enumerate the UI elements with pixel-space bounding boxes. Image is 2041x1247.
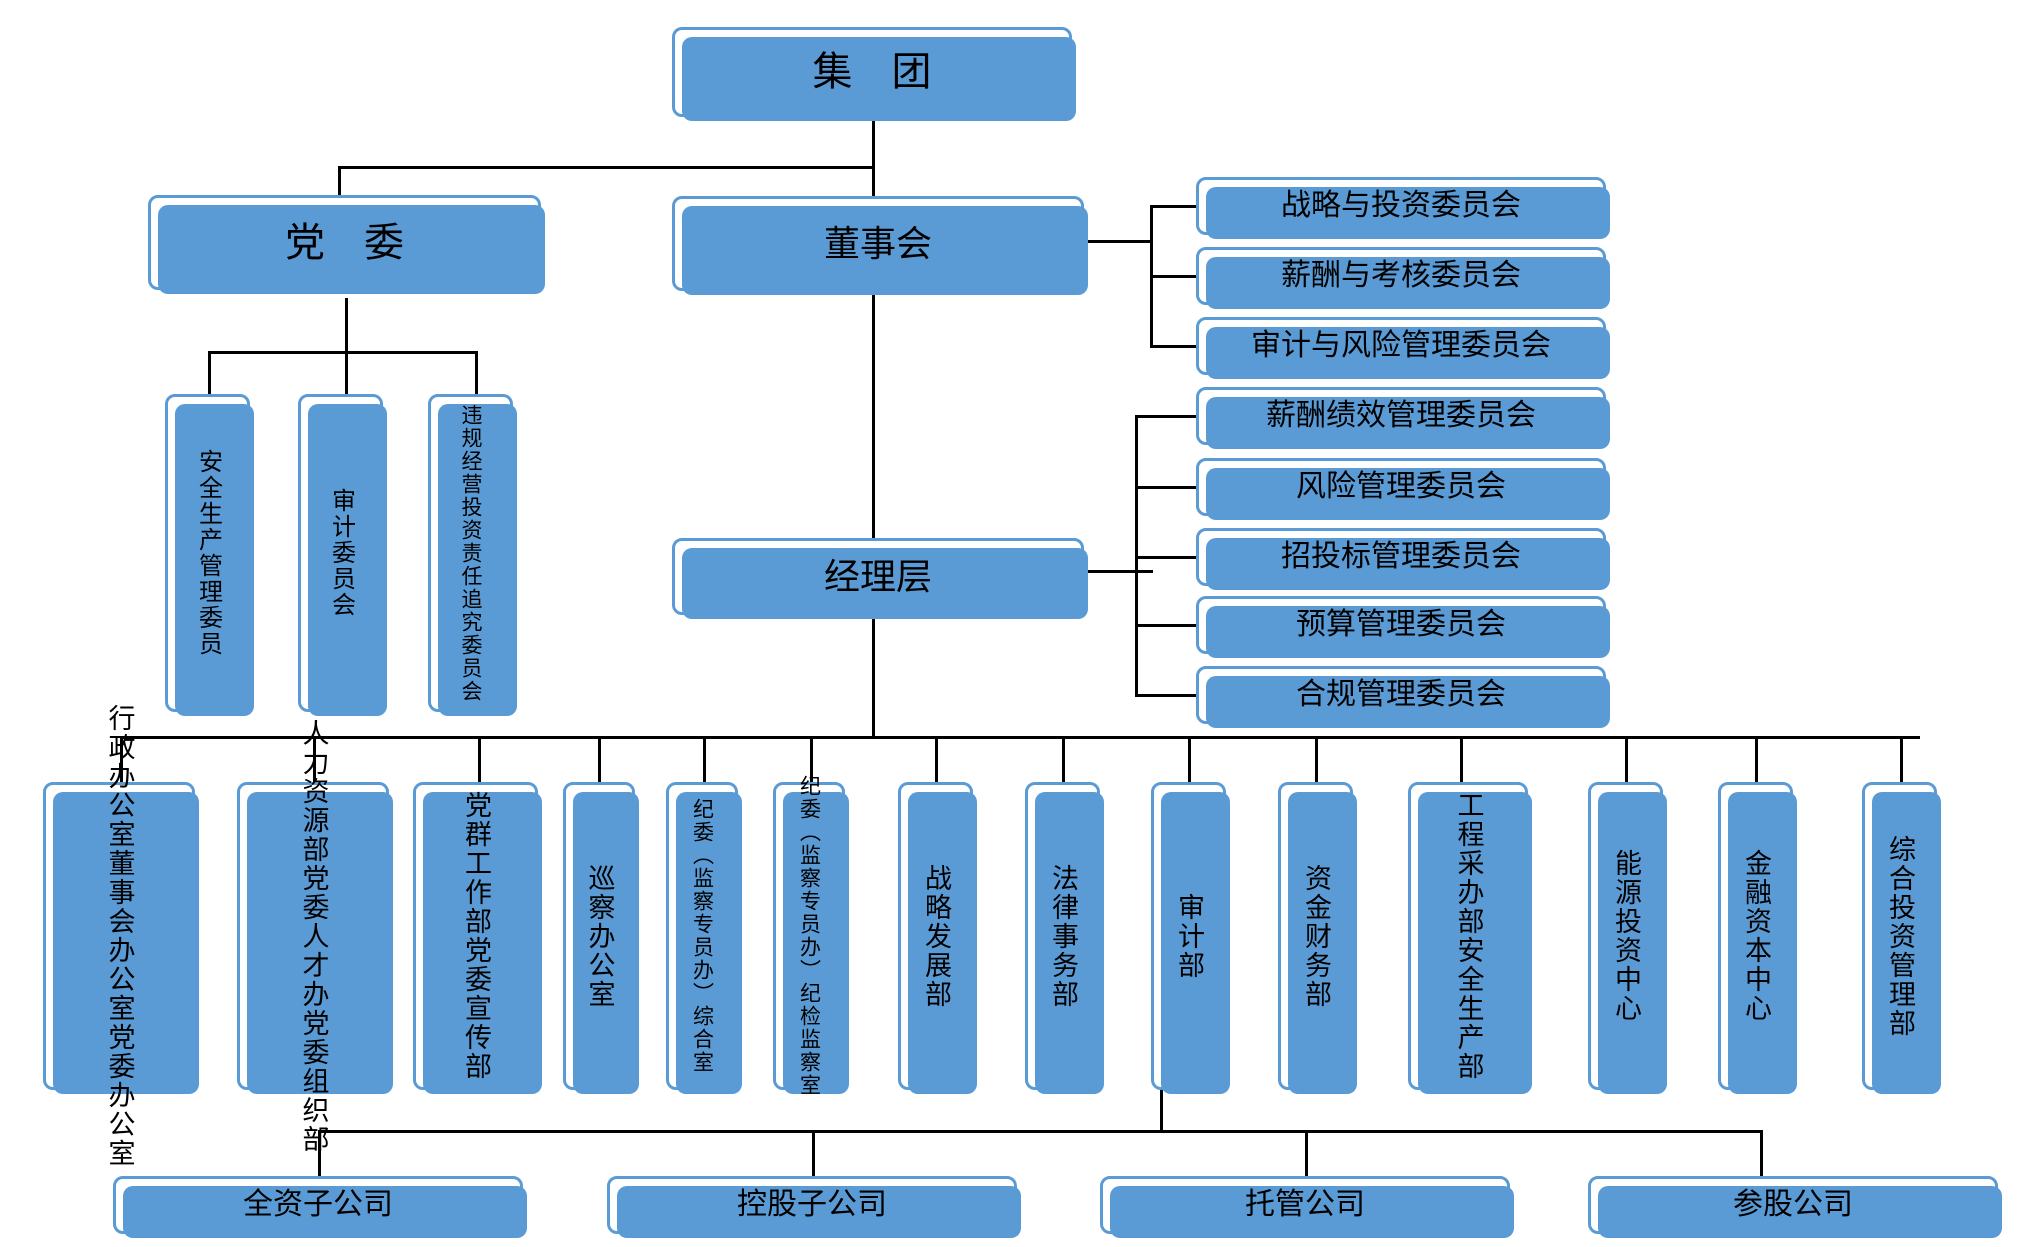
party-subcommittee-1-text: 安全生产管理委员 bbox=[194, 449, 222, 657]
connector-sub-stub-3 bbox=[1305, 1130, 1308, 1178]
department-10[interactable]: 资金财务部 bbox=[1278, 782, 1357, 1094]
department-8-text: 法律事务部 bbox=[1048, 863, 1078, 1009]
connector-to-party bbox=[338, 166, 341, 196]
management-committee-5[interactable]: 合规管理委员会 bbox=[1196, 666, 1610, 728]
connector-sub-stub-1 bbox=[318, 1130, 321, 1178]
management-committee-2[interactable]: 风险管理委员会 bbox=[1196, 458, 1610, 520]
subsidiary-2[interactable]: 控股子公司 bbox=[607, 1176, 1021, 1238]
department-11[interactable]: 工程采办部 安全生产部 bbox=[1408, 782, 1532, 1094]
connector-sub-stub-2 bbox=[812, 1130, 815, 1178]
board-committee-3[interactable]: 审计与风险管理委员会 bbox=[1196, 317, 1610, 379]
board-committee-2[interactable]: 薪酬与考核委员会 bbox=[1196, 247, 1610, 309]
node-group[interactable]: 集 团 bbox=[672, 27, 1076, 121]
department-3[interactable]: 党群工作部 党委宣传部 bbox=[413, 782, 542, 1094]
department-8[interactable]: 法律事务部 bbox=[1025, 782, 1104, 1094]
party-subcommittee-3[interactable]: 违规经营投资责任追究委员会 bbox=[428, 394, 517, 716]
department-14[interactable]: 综合投资管理部 bbox=[1862, 782, 1941, 1094]
connector-department-bus bbox=[120, 736, 1920, 739]
department-3-text: 党群工作部 党委宣传部 bbox=[461, 791, 491, 1081]
connector-to-board bbox=[872, 166, 875, 196]
connector-group-bus bbox=[338, 166, 875, 169]
management-committee-4[interactable]: 预算管理委员会 bbox=[1196, 596, 1610, 658]
connector-board-committee-2 bbox=[1150, 275, 1202, 278]
connector-management-committee-bus bbox=[1135, 415, 1138, 695]
connector-dept-stub-13 bbox=[1755, 736, 1758, 782]
department-6[interactable]: 纪委（监察专员办）纪检监察室 bbox=[773, 775, 849, 1097]
connector-party-bus bbox=[208, 351, 478, 354]
department-10-text: 资金财务部 bbox=[1301, 863, 1331, 1009]
connector-subsidiary-riser bbox=[1160, 1085, 1163, 1133]
connector-dept-stub-12 bbox=[1625, 736, 1628, 782]
connector-dept-stub-1 bbox=[120, 736, 123, 782]
connector-dept-stub-3 bbox=[478, 736, 481, 782]
connector-board-committee-1 bbox=[1150, 205, 1202, 208]
connector-party-down bbox=[345, 298, 348, 353]
node-party-committee[interactable]: 党 委 bbox=[148, 195, 545, 294]
management-committee-1[interactable]: 薪酬绩效管理委员会 bbox=[1196, 387, 1610, 449]
department-5[interactable]: 纪委（监察专员办）综合室 bbox=[666, 782, 742, 1094]
connector-dept-stub-10 bbox=[1315, 736, 1318, 782]
party-subcommittee-1[interactable]: 安全生产管理委员 bbox=[165, 394, 254, 716]
connector-management-committee-5 bbox=[1135, 694, 1202, 697]
subsidiary-4[interactable]: 参股公司 bbox=[1588, 1176, 2002, 1238]
connector-dept-stub-8 bbox=[1062, 736, 1065, 782]
department-5-text: 纪委（监察专员办）综合室 bbox=[690, 798, 714, 1074]
department-2-text: 人力资源部 党委人才办 党委组织部 bbox=[298, 718, 329, 1154]
department-1[interactable]: 行政办公室 董事会办公室 党委办公室 bbox=[43, 704, 199, 1168]
connector-dept-stub-4 bbox=[598, 736, 601, 782]
connector-board-to-management bbox=[872, 293, 875, 543]
connector-management-committee-3 bbox=[1135, 556, 1202, 559]
department-13-text: 金融资本中心 bbox=[1741, 849, 1771, 1023]
department-6-text: 纪委（监察专员办）纪检监察室 bbox=[797, 775, 821, 1097]
connector-board-right bbox=[1087, 240, 1153, 243]
board-committee-1[interactable]: 战略与投资委员会 bbox=[1196, 177, 1610, 239]
connector-group-down bbox=[872, 118, 875, 168]
connector-board-committee-3 bbox=[1150, 345, 1202, 348]
node-board[interactable]: 董事会 bbox=[672, 196, 1088, 295]
party-subcommittee-3-text: 违规经营投资责任追究委员会 bbox=[459, 403, 482, 703]
department-7[interactable]: 战略发展部 bbox=[898, 782, 977, 1094]
department-2[interactable]: 人力资源部 党委人才办 党委组织部 bbox=[237, 718, 393, 1154]
node-management[interactable]: 经理层 bbox=[672, 538, 1088, 619]
party-subcommittee-2-text: 审计委员会 bbox=[327, 488, 355, 618]
subsidiary-3[interactable]: 托管公司 bbox=[1100, 1176, 1514, 1238]
department-12-text: 能源投资中心 bbox=[1611, 849, 1641, 1023]
connector-dept-stub-2 bbox=[313, 736, 316, 782]
connector-dept-stub-6 bbox=[810, 736, 813, 782]
connector-sub-stub-4 bbox=[1760, 1130, 1763, 1178]
connector-management-committee-2 bbox=[1135, 486, 1202, 489]
connector-dept-stub-9 bbox=[1188, 736, 1191, 782]
department-14-text: 综合投资管理部 bbox=[1885, 834, 1915, 1038]
connector-management-right bbox=[1087, 570, 1153, 573]
department-13[interactable]: 金融资本中心 bbox=[1718, 782, 1797, 1094]
connector-dept-stub-5 bbox=[703, 736, 706, 782]
department-11-text: 工程采办部 安全生产部 bbox=[1453, 791, 1484, 1081]
department-9[interactable]: 审计部 bbox=[1151, 782, 1230, 1094]
department-4[interactable]: 巡察办公室 bbox=[563, 782, 639, 1094]
connector-party-child-2 bbox=[345, 351, 348, 396]
connector-management-committee-1 bbox=[1135, 415, 1202, 418]
node-management-label: 经理层 bbox=[823, 556, 932, 597]
management-committee-3[interactable]: 招投标管理委员会 bbox=[1196, 528, 1610, 590]
connector-party-child-3 bbox=[475, 351, 478, 396]
node-party-committee-label: 党 委 bbox=[284, 220, 419, 265]
connector-management-down bbox=[872, 613, 875, 738]
subsidiary-1[interactable]: 全资子公司 bbox=[113, 1176, 527, 1238]
department-4-text: 巡察办公室 bbox=[584, 863, 615, 1009]
connector-dept-stub-7 bbox=[935, 736, 938, 782]
department-1-text: 行政办公室 董事会办公室 党委办公室 bbox=[104, 704, 135, 1168]
department-12[interactable]: 能源投资中心 bbox=[1588, 782, 1667, 1094]
department-7-text: 战略发展部 bbox=[921, 863, 951, 1009]
connector-subsidiary-bus bbox=[318, 1130, 1763, 1133]
connector-party-child-1 bbox=[208, 351, 211, 396]
connector-dept-stub-11 bbox=[1460, 736, 1463, 782]
connector-dept-stub-14 bbox=[1900, 736, 1903, 782]
department-9-text: 审计部 bbox=[1174, 892, 1204, 980]
connector-management-committee-4 bbox=[1135, 624, 1202, 627]
node-group-label: 集 团 bbox=[812, 50, 946, 94]
node-board-label: 董事会 bbox=[823, 223, 932, 264]
party-subcommittee-2[interactable]: 审计委员会 bbox=[298, 394, 387, 716]
